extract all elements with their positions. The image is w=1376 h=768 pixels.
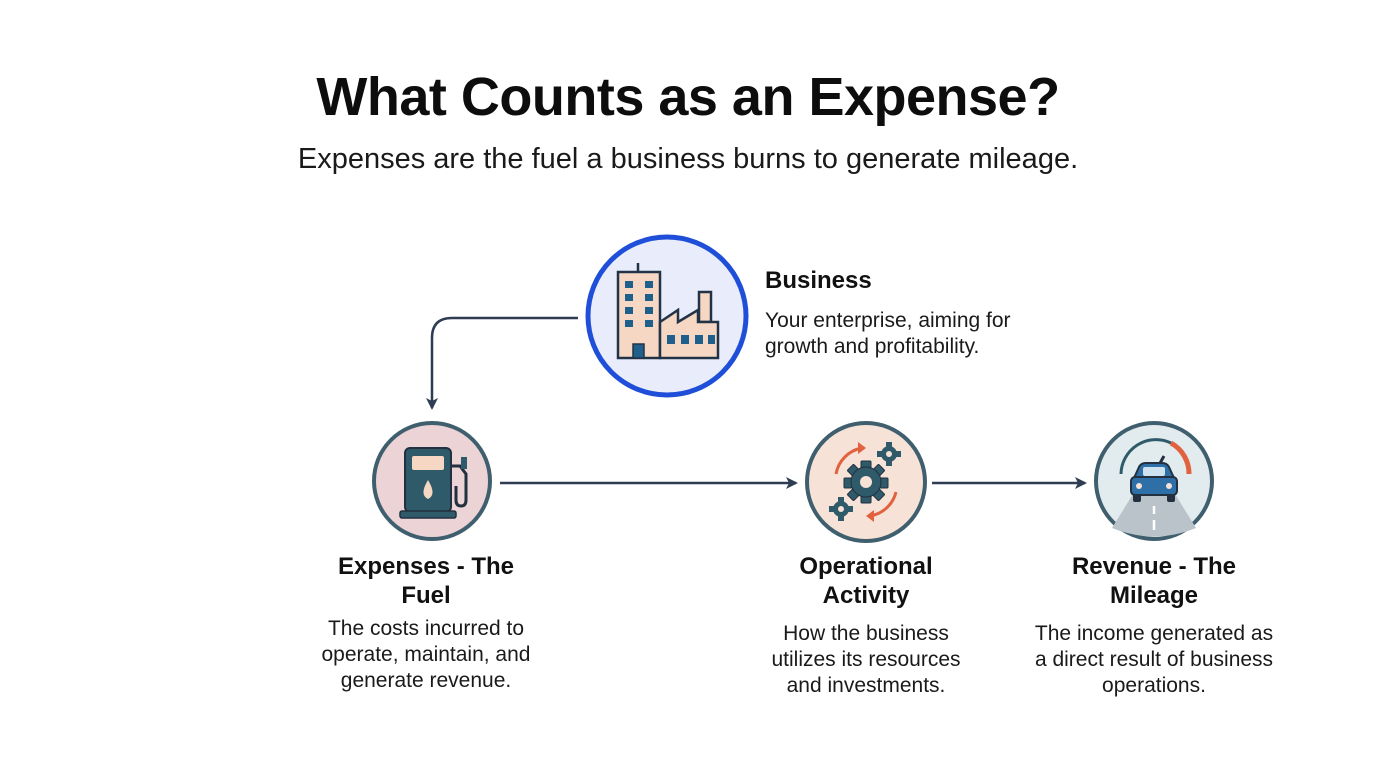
page-subtitle: Expenses are the fuel a business burns t…	[297, 143, 1079, 175]
fuel-pump-icon	[399, 447, 468, 519]
revenue-title: Revenue - The Mileage	[1071, 553, 1237, 609]
operations-description: How the business utilizes its resources …	[771, 622, 961, 697]
expenses-title: Expenses - The Fuel	[337, 553, 515, 609]
business-node	[585, 234, 749, 398]
page-title: What Counts as an Expense?	[316, 67, 1060, 127]
business-description: Your enterprise, aiming for growth and p…	[765, 309, 1011, 358]
operations-node	[805, 421, 927, 543]
revenue-description: The income generated as a direct result …	[1034, 622, 1274, 697]
factory-building-icon	[616, 263, 720, 360]
arrow-business-to-expenses	[426, 316, 578, 410]
gears-icon	[829, 442, 901, 522]
expenses-node	[372, 421, 492, 541]
expenses-description: The costs incurred to operate, maintain,…	[321, 617, 531, 692]
revenue-node	[1094, 421, 1214, 541]
business-title: Business	[765, 267, 872, 294]
car-speedometer-icon	[1112, 438, 1196, 537]
operations-title: Operational Activity	[799, 553, 933, 609]
